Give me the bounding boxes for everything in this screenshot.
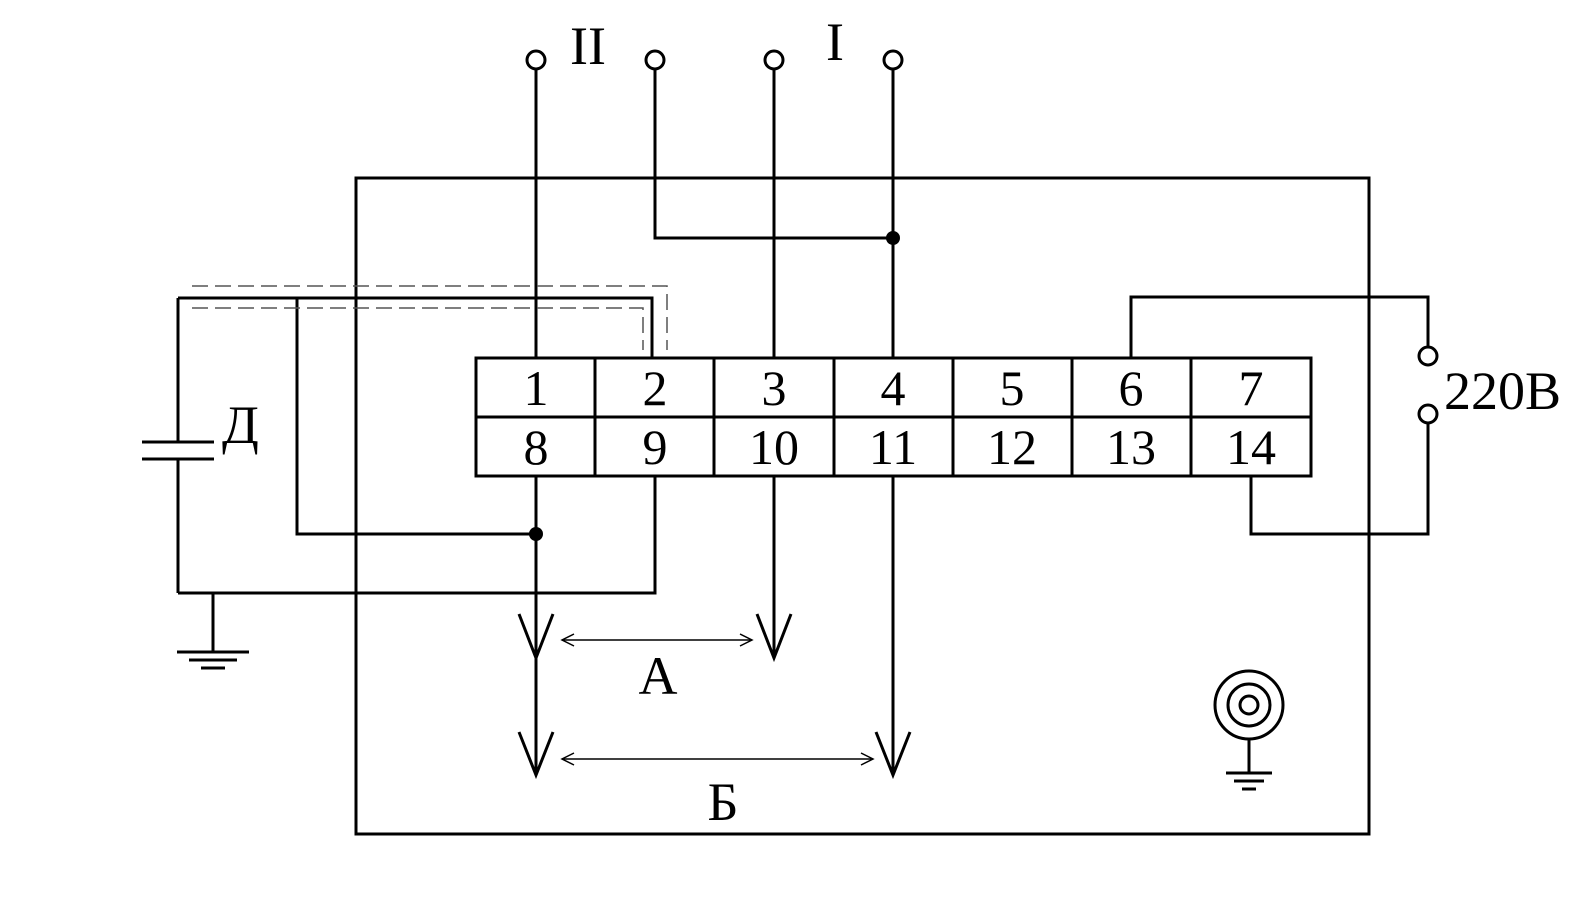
- capacitor-label: Д: [222, 395, 259, 455]
- terminal-circle-I-a: [763, 49, 785, 71]
- power-terminal-top: [1417, 345, 1439, 367]
- ground-terminal-icon: [1213, 669, 1285, 791]
- junction-dot-lower: [529, 527, 543, 541]
- distance-A-label: А: [639, 646, 678, 706]
- terminal-14: 14: [1226, 419, 1276, 475]
- terminal-6: 6: [1119, 360, 1144, 416]
- voltage-label: 220В: [1444, 361, 1561, 421]
- terminal-11: 11: [869, 419, 917, 475]
- distance-A: [560, 633, 754, 647]
- terminal-3: 3: [762, 360, 787, 416]
- input-wires: [534, 69, 900, 775]
- distance-B-label: Б: [707, 772, 738, 832]
- power-supply-wiring: [1129, 295, 1439, 536]
- probe-wires: [772, 476, 895, 775]
- terminal-circle-II-a: [525, 49, 547, 71]
- capacitor-circuit: [142, 296, 657, 595]
- terminal-10: 10: [749, 419, 799, 475]
- terminal-5: 5: [1000, 360, 1025, 416]
- terminal-circle-II-b: [644, 49, 666, 71]
- terminal-12: 12: [987, 419, 1037, 475]
- terminal-1: 1: [524, 360, 549, 416]
- terminal-7: 7: [1239, 360, 1264, 416]
- ground-icon: [177, 593, 249, 670]
- junction-dot-top: [886, 231, 900, 245]
- input-I-label: I: [826, 12, 844, 72]
- terminal-13: 13: [1106, 419, 1156, 475]
- input-II-label: II: [570, 16, 606, 76]
- device-housing: [354, 176, 1371, 836]
- terminal-4: 4: [881, 360, 906, 416]
- terminal-labels: 1 2 3 4 5 6 7 8 9 10 11 12 13 14: [524, 360, 1277, 475]
- terminal-2: 2: [643, 360, 668, 416]
- terminal-circle-I-b: [882, 49, 904, 71]
- terminal-8: 8: [524, 419, 549, 475]
- distance-B: [560, 752, 875, 766]
- cable-shield: [192, 285, 668, 350]
- probe-arrowheads: [517, 613, 912, 780]
- terminal-9: 9: [643, 419, 668, 475]
- power-terminal-bottom: [1417, 403, 1439, 425]
